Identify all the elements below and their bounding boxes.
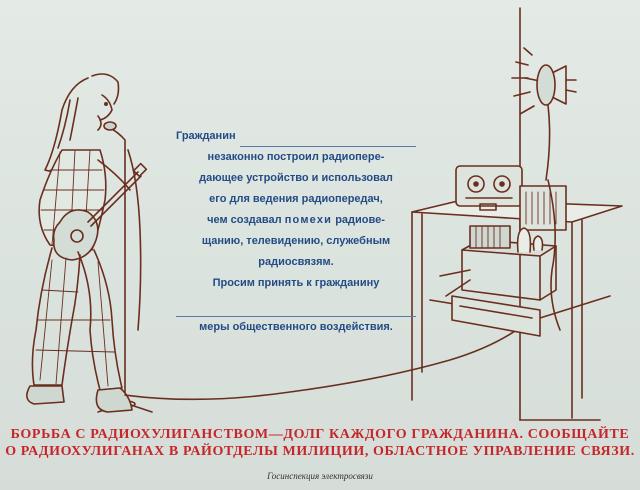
form-line-7: радиосвязям. <box>258 256 334 268</box>
slogan-line-2: О РАДИОХУЛИГАНАХ В РАЙОТДЕЛЫ МИЛИЦИИ, ОБ… <box>5 444 635 459</box>
citizen-name-row: Гражданин <box>176 126 416 147</box>
form-line-5-a: чем создавал <box>207 214 282 226</box>
microphone-stand <box>97 127 153 413</box>
form-line-6: щанию, телевидению, служебным <box>201 235 391 247</box>
microphone-icon <box>103 121 117 131</box>
guitarist-figure <box>26 73 148 413</box>
transmitter-chassis-icon <box>439 225 557 301</box>
tape-recorder-icon <box>455 165 523 211</box>
form-line-3: дающее устройство и использовал <box>199 172 393 184</box>
antenna-horn-icon <box>511 47 577 181</box>
slogan-line-1: БОРЬБА С РАДИОХУЛИГАНСТВОМ—ДОЛГ КАЖДОГО … <box>10 427 630 442</box>
form-line-5-c: радиове- <box>335 214 385 226</box>
publisher-footer: Госинспекция электросвязи <box>267 471 373 481</box>
notice-form: Гражданин незаконно построил радиопере- … <box>176 126 416 338</box>
form-line-1: Гражданин <box>176 130 236 142</box>
form-line-5-b: помехи <box>284 214 333 226</box>
microphone-cable <box>124 149 531 401</box>
form-line-9: меры общественного воздействия. <box>199 321 393 333</box>
form-line-8: Просим принять к гражданину <box>212 277 380 289</box>
radio-box-icon <box>519 185 567 231</box>
form-line-2: незаконно построил радиопере- <box>207 151 385 163</box>
citizen-name-field <box>239 134 416 147</box>
form-line-5: чем создавал помехи радиове- <box>176 210 416 231</box>
shelf-device-icon <box>451 295 541 337</box>
form-line-4: его для ведения радиопередач, <box>209 193 383 205</box>
blank-line <box>176 296 416 317</box>
